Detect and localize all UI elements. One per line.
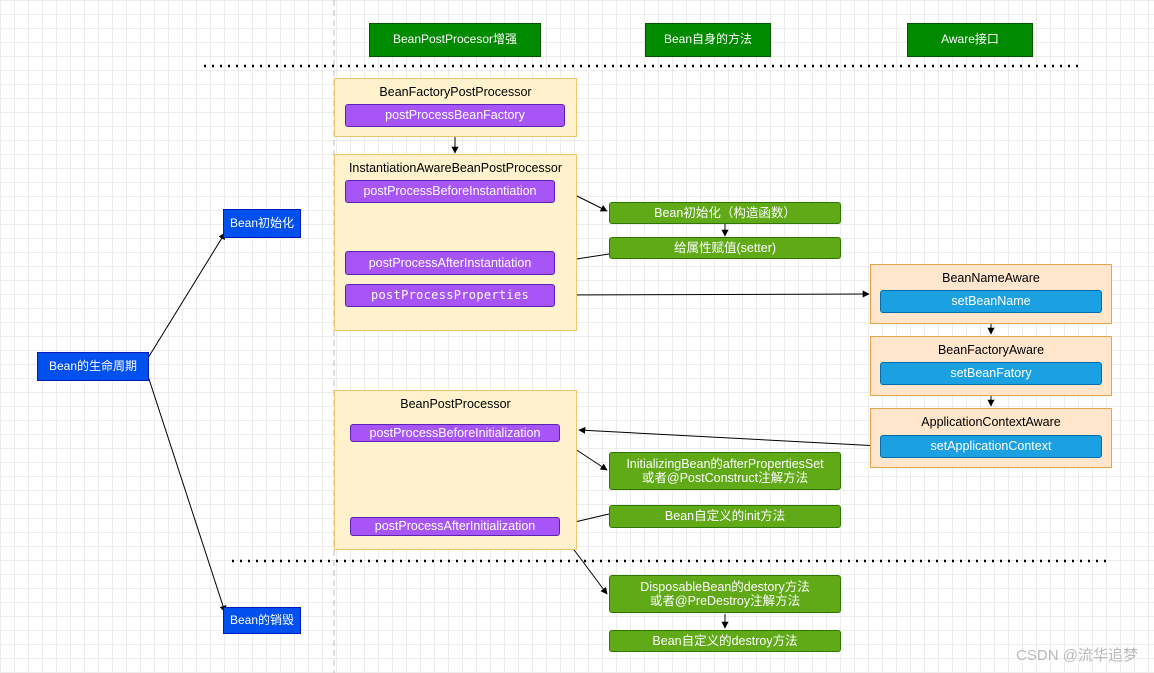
post-process-after-initialization-method: postProcessAfterInitialization: [350, 517, 560, 536]
bean-destroy-node: Bean的销毁: [223, 607, 301, 634]
header-processor-enhance: BeanPostProcesor增强: [369, 23, 541, 57]
post-process-before-initialization-method: postProcessBeforeInitialization: [350, 424, 560, 442]
disposable-bean-step: DisposableBean的destory方法 或者@PreDestroy注解…: [609, 575, 841, 613]
post-process-properties-method: postProcessProperties: [345, 284, 555, 307]
set-application-context-method: setApplicationContext: [880, 435, 1102, 458]
arrow-lifecycle-to-init: [147, 232, 226, 359]
bean-constructor-step: Bean初始化（构造函数）: [609, 202, 841, 224]
step-line: InitializingBean的afterPropertiesSet: [626, 456, 824, 471]
step-line: 或者@PreDestroy注解方法: [649, 594, 801, 608]
arrow-properties-to-beannameaware: [554, 290, 870, 298]
post-process-bean-factory-method: postProcessBeanFactory: [345, 104, 565, 127]
group-title: BeanFactoryPostProcessor: [379, 85, 532, 99]
step-line: 或者@PostConstruct注解方法: [641, 471, 809, 485]
step-line: DisposableBean的destory方法: [640, 579, 810, 594]
set-bean-name-method: setBeanName: [880, 290, 1102, 313]
group-title: BeanPostProcessor: [400, 397, 511, 411]
arrow-lifecycle-to-destroy: [147, 375, 227, 613]
group-title: ApplicationContextAware: [921, 415, 1061, 429]
header-aware-interface: Aware接口: [907, 23, 1033, 57]
post-process-before-instantiation-method: postProcessBeforeInstantiation: [345, 180, 555, 203]
group-title: BeanNameAware: [942, 271, 1040, 285]
setter-step: 给属性赋值(setter): [609, 237, 841, 259]
group-title: InstantiationAwareBeanPostProcessor: [348, 161, 563, 175]
custom-destroy-method-step: Bean自定义的destroy方法: [609, 630, 841, 652]
bean-lifecycle-node: Bean的生命周期: [37, 352, 149, 381]
bean-init-node: Bean初始化: [223, 209, 301, 238]
after-properties-set-step: InitializingBean的afterPropertiesSet 或者@P…: [609, 452, 841, 490]
group-title: BeanFactoryAware: [937, 343, 1045, 357]
csdn-watermark: CSDN @流华追梦: [1016, 647, 1138, 664]
header-bean-self-methods: Bean自身的方法: [645, 23, 771, 57]
arrow-appcontext-to-before-init: [578, 426, 881, 447]
post-process-after-instantiation-method: postProcessAfterInstantiation: [345, 251, 555, 275]
set-bean-factory-method: setBeanFatory: [880, 362, 1102, 385]
custom-init-method-step: Bean自定义的init方法: [609, 505, 841, 528]
